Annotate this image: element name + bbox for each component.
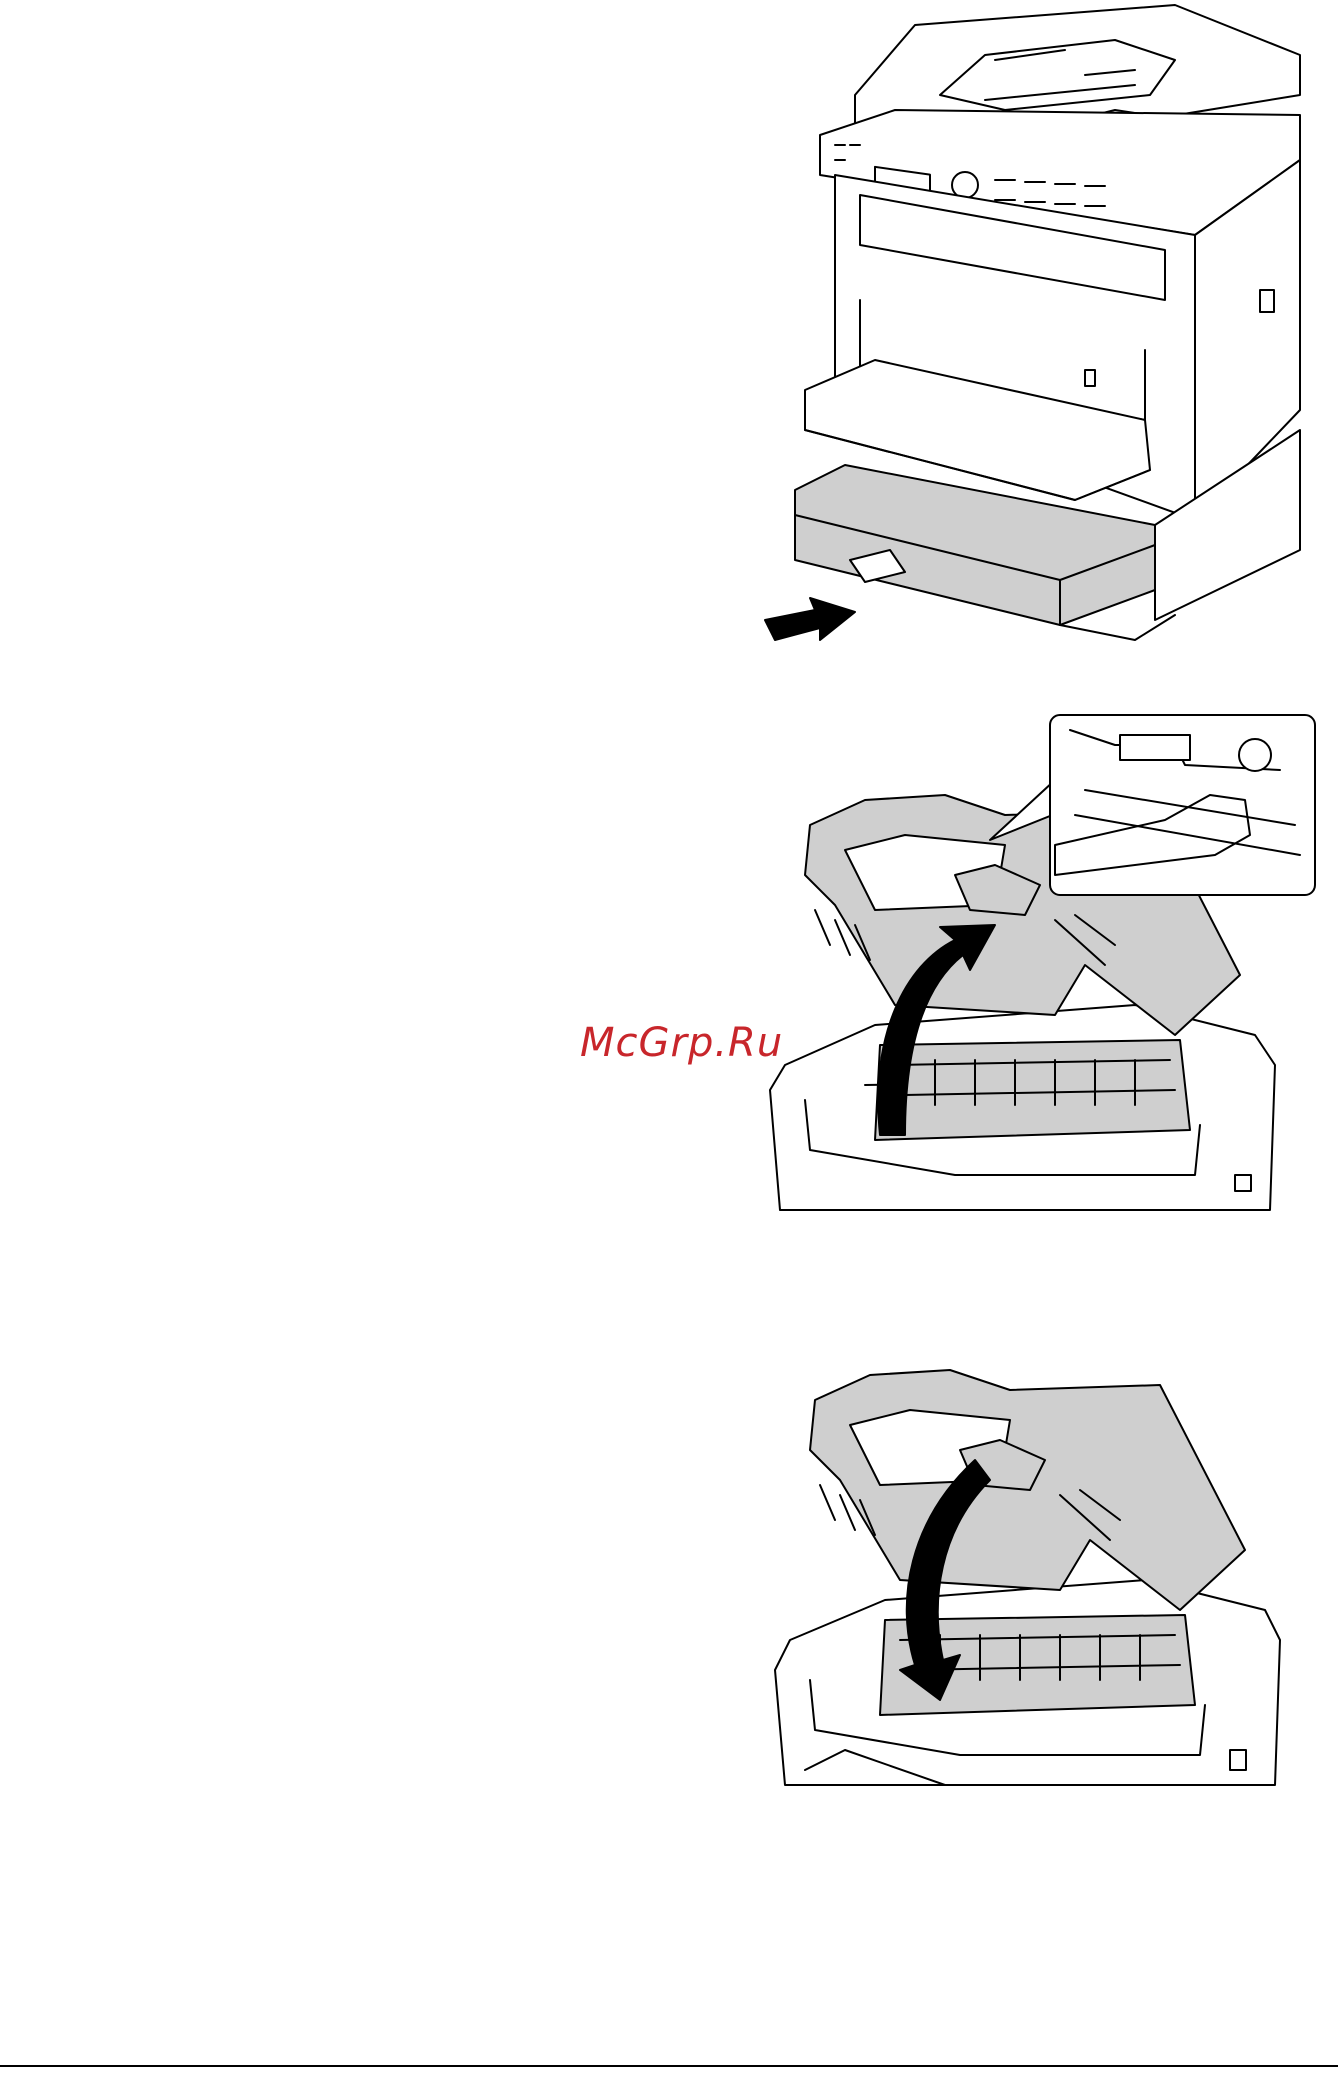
printer-tray-insert-illustration bbox=[755, 0, 1315, 645]
watermark-text: McGrp.Ru bbox=[580, 1020, 783, 1066]
page-bottom-rule bbox=[0, 2065, 1338, 2067]
printer-lid-close-illustration bbox=[765, 1280, 1320, 1790]
printer-lid-open-illustration bbox=[755, 705, 1320, 1215]
printer-lid-open-drawing bbox=[755, 705, 1320, 1215]
printer-tray-insert-drawing bbox=[755, 0, 1315, 645]
printer-lid-close-drawing bbox=[765, 1280, 1320, 1790]
